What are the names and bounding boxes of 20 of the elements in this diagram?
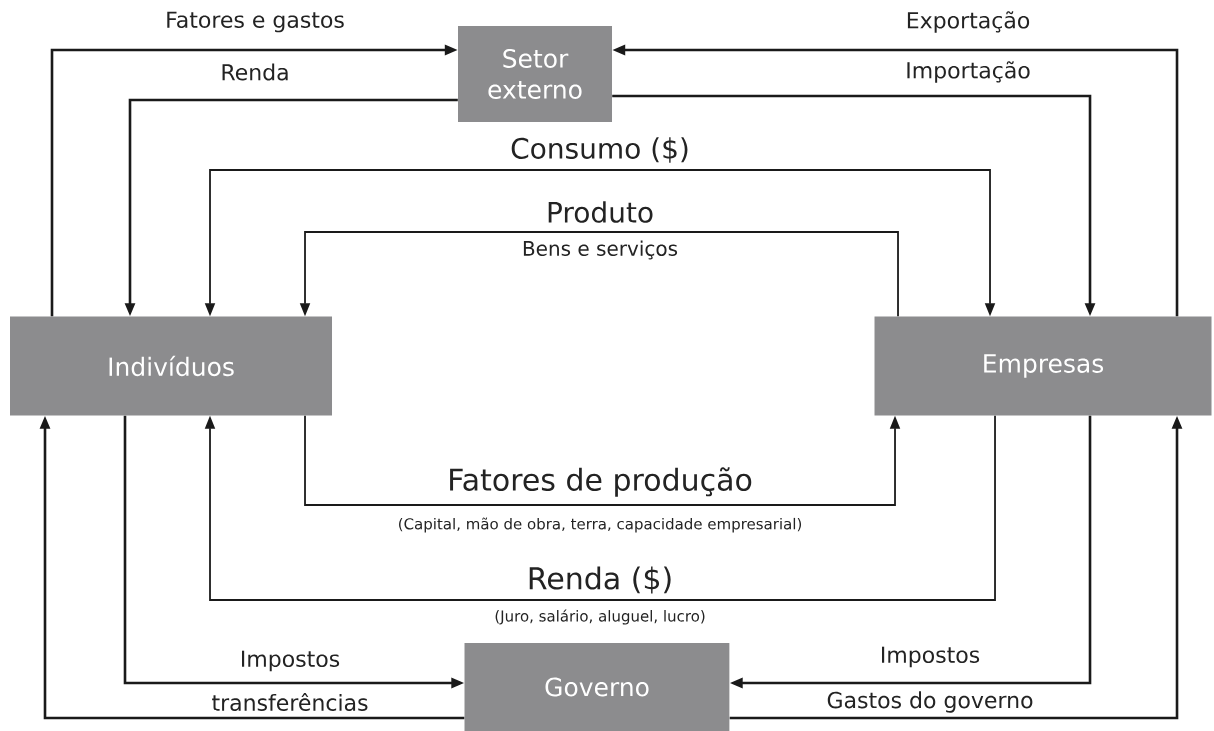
flow-note: (Juro, salário, aluguel, lucro) [495,609,705,625]
flow-note: Bens e serviços [523,240,678,260]
flow-box: Indivíduos [10,316,332,416]
edge-label: Fatores de produção [446,466,754,498]
edge-label: Fatores e gastos [164,10,346,34]
flow-box: Empresas [874,316,1212,416]
edge-label: transferências [210,692,370,712]
edge-label: Impostos [238,649,342,673]
flow-box: Setor externo [458,26,612,122]
edge-label: Impostos [878,645,982,669]
edge-label: Produto [545,200,656,224]
edge-label: Consumo ($) [509,136,691,164]
edge-label: Renda [219,62,291,82]
edge-label: Renda ($) [525,565,675,595]
edge-label: Importação [904,60,1032,84]
edge-label: Gastos do governo [825,690,1035,714]
flow-note: (Capital, mão de obra, terra, capacidade empresarial) [399,517,802,533]
edge-label: Exportação [904,10,1032,34]
flow-box: Governo [464,643,730,731]
arrow [204,414,996,601]
